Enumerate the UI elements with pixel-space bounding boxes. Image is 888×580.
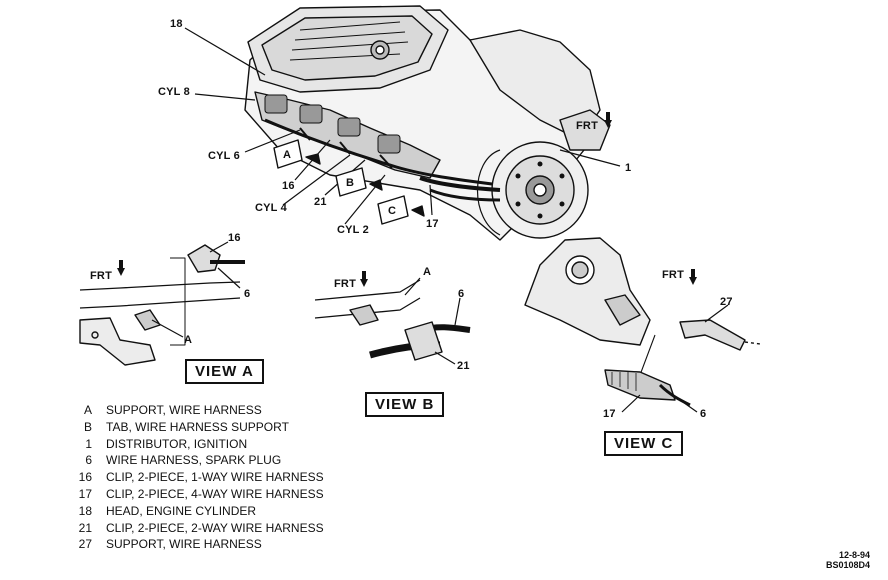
legend-item: A SUPPORT, WIRE HARNESS (62, 402, 324, 419)
view-c-illustration (524, 237, 761, 413)
callout-18: 18 (170, 18, 183, 30)
engine-block (244, 5, 611, 241)
legend-key: B (83, 419, 92, 434)
legend-text: TAB, WIRE HARNESS SUPPORT (106, 419, 289, 434)
view-a-callout-a: A (184, 334, 193, 346)
legend-key: 16 (78, 470, 92, 485)
front-arrow-icon (604, 112, 612, 128)
legend-key: 17 (78, 486, 92, 501)
legend-text: HEAD, ENGINE CYLINDER (106, 503, 257, 518)
legend-item: 27 SUPPORT, WIRE HARNESS (62, 536, 324, 553)
view-a-title: VIEW A (185, 359, 264, 384)
view-tags (273, 139, 425, 225)
legend-item: 6 WIRE HARNESS, SPARK PLUG (62, 452, 324, 469)
parts-legend: A SUPPORT, WIRE HARNESS B TAB, WIRE HARNESS… (62, 402, 324, 553)
tag-c: C (388, 205, 397, 217)
view-c-title: VIEW C (604, 431, 684, 456)
legend-item: 1 DISTRIBUTOR, IGNITION (62, 436, 324, 453)
drawing-stamp: 12-8-94 BS0108D4 (826, 550, 870, 570)
callout-cyl-4: CYL 4 (255, 202, 287, 214)
legend-text: SUPPORT, WIRE HARNESS (106, 403, 262, 417)
view-c-front-arrow-icon (689, 269, 697, 285)
callout-17: 17 (426, 218, 439, 230)
legend-text: CLIP, 2-PIECE, 2-WAY WIRE HARNESS (106, 520, 324, 535)
view-c-front-label: FRT (662, 269, 684, 281)
view-b-callout-6: 6 (458, 288, 465, 300)
legend-text: CLIP, 2-PIECE, 4-WAY WIRE HARNESS (106, 486, 324, 501)
stamp-date: 12-8-94 (838, 550, 870, 560)
callout-16: 16 (282, 180, 295, 192)
view-b-title: VIEW B (365, 392, 445, 417)
tag-b: B (346, 177, 355, 189)
view-c-callout-27: 27 (720, 296, 733, 308)
callout-1: 1 (625, 162, 632, 174)
callout-cyl-6: CYL 6 (208, 150, 240, 162)
callout-cyl-2: CYL 2 (337, 224, 369, 236)
view-b-callout-21: 21 (457, 360, 470, 372)
view-a-front-arrow-icon (117, 260, 125, 276)
view-a-callout-6: 6 (244, 288, 251, 300)
legend-item: B TAB, WIRE HARNESS SUPPORT (62, 419, 324, 436)
stamp-code: BS0108D4 (825, 560, 870, 570)
legend-key: 21 (78, 520, 92, 535)
legend-text: SUPPORT, WIRE HARNESS (106, 537, 262, 552)
legend-key: A (83, 403, 92, 417)
callout-cyl-8: CYL 8 (158, 86, 190, 98)
view-c-callout-6: 6 (700, 408, 707, 420)
callout-21: 21 (314, 196, 327, 208)
view-a-front-label: FRT (90, 270, 112, 282)
legend-text: DISTRIBUTOR, IGNITION (106, 436, 248, 451)
legend-key: 6 (85, 453, 92, 468)
legend-item: 18 HEAD, ENGINE CYLINDER (62, 503, 324, 520)
legend-item: 16 CLIP, 2-PIECE, 1-WAY WIRE HARNESS (62, 469, 324, 486)
front-label: FRT (576, 120, 598, 132)
legend-item: 17 CLIP, 2-PIECE, 4-WAY WIRE HARNESS (62, 486, 324, 503)
view-b-callout-a: A (423, 266, 432, 278)
view-b-front-arrow-icon (360, 271, 368, 287)
view-a-callout-16: 16 (228, 232, 241, 244)
view-a-illustration (79, 241, 245, 366)
view-b-illustration (314, 271, 471, 365)
view-b-front-label: FRT (334, 278, 356, 290)
legend-item: 21 CLIP, 2-PIECE, 2-WAY WIRE HARNESS (62, 520, 324, 537)
legend-key: 18 (78, 503, 92, 518)
tag-a: A (283, 149, 292, 161)
legend-text: CLIP, 2-PIECE, 1-WAY WIRE HARNESS (106, 470, 324, 485)
legend-key: 1 (85, 436, 92, 451)
legend-text: WIRE HARNESS, SPARK PLUG (106, 453, 282, 468)
legend-key: 27 (78, 537, 92, 552)
view-c-callout-17: 17 (603, 408, 616, 420)
